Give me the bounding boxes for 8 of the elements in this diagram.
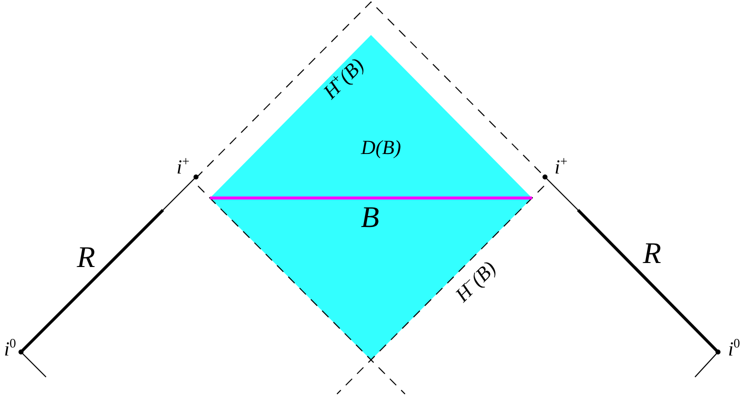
point-label: i$^{0}$ (728, 336, 740, 360)
point-label: i$^{0}$ (4, 336, 16, 360)
surface-label: B (360, 203, 380, 233)
region-label: D(B) (361, 138, 401, 158)
worldline-label: R (642, 239, 662, 269)
point-label: i$^{+}$ (554, 154, 568, 178)
worldline-label: R (76, 243, 96, 273)
point-label: i$^{+}$ (176, 154, 190, 178)
